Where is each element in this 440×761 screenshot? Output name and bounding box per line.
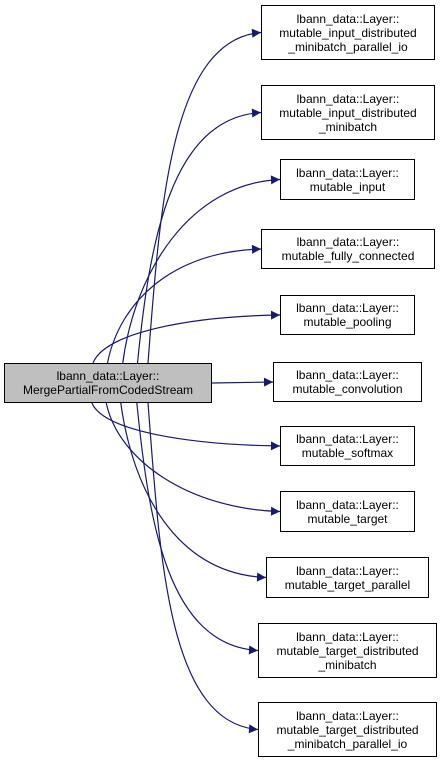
call-edge: [136, 108, 262, 364]
node-label-line: mutable_input_distributed: [279, 25, 417, 40]
call-edge: [147, 28, 262, 364]
node-mutable-target-parallel[interactable]: lbann_data::Layer:: mutable_target_paral…: [266, 557, 429, 598]
node-label-line: lbann_data::Layer::: [296, 235, 400, 249]
call-edge: [147, 402, 259, 734]
node-label-line: _minibatch: [318, 119, 378, 134]
node-label-line: lbann_data::Layer::: [296, 629, 399, 644]
node-label-line: mutable_convolution: [292, 382, 403, 396]
call-edge: [105, 402, 281, 516]
node-label-line: lbann_data::Layer::: [296, 708, 399, 723]
node-mutable-input[interactable]: lbann_data::Layer:: mutable_input: [280, 159, 415, 200]
node-mutable-pooling[interactable]: lbann_data::Layer:: mutable_pooling: [280, 295, 415, 335]
node-label-line: mutable_target_distributed: [276, 722, 419, 737]
node-mutable-input-distributed-minibatch[interactable]: lbann_data::Layer:: mutable_input_distri…: [261, 85, 435, 140]
call-edge: [91, 402, 281, 451]
node-label-line: mutable_target_distributed: [276, 643, 419, 658]
node-label-line: lbann_data::Layer::: [296, 563, 399, 578]
call-edge: [122, 175, 281, 364]
node-label-line: lbann_data::Layer::: [296, 497, 399, 512]
node-label-line: mutable_softmax: [301, 446, 394, 460]
node-mutable-target[interactable]: lbann_data::Layer:: mutable_target: [280, 491, 415, 532]
node-label-line: mutable_target_parallel: [284, 577, 411, 592]
node-label-line: mutable_input_distributed: [279, 105, 417, 120]
node-label-line: mutable_fully_connected: [281, 249, 415, 263]
node-mutable-softmax[interactable]: lbann_data::Layer:: mutable_softmax: [280, 426, 415, 466]
node-label-line: lbann_data::Layer::: [296, 301, 399, 315]
node-label-line: lbann_data::Layer::: [296, 432, 399, 446]
node-label-line: mutable_pooling: [303, 315, 392, 329]
node-label-line: lbann_data::Layer::: [296, 368, 399, 382]
node-label-line: lbann_data::Layer::: [296, 11, 400, 26]
node-mutable-input-distributed-minibatch-parallel-io[interactable]: lbann_data::Layer:: mutable_input_distri…: [261, 5, 435, 60]
root-node-label-line: MergePartialFromCodedStream: [22, 383, 194, 397]
node-mutable-target-distributed-minibatch-parallel-io[interactable]: lbann_data::Layer:: mutable_target_distr…: [258, 702, 437, 757]
root-node-label-line: lbann_data::Layer::: [56, 369, 160, 383]
node-label-line: _minibatch: [318, 657, 377, 672]
node-mutable-fully-connected[interactable]: lbann_data::Layer:: mutable_fully_connec…: [261, 229, 435, 269]
node-mutable-convolution[interactable]: lbann_data::Layer:: mutable_convolution: [273, 362, 422, 402]
node-label-line: mutable_input: [309, 179, 386, 194]
call-edge: [106, 244, 262, 364]
node-label-line: lbann_data::Layer::: [296, 165, 399, 180]
node-label-line: _minibatch_parallel_io: [287, 736, 408, 751]
node-mutable-target-distributed-minibatch[interactable]: lbann_data::Layer:: mutable_target_distr…: [258, 623, 437, 678]
call-edge: [136, 402, 259, 655]
node-label-line: mutable_target: [307, 511, 388, 526]
node-label-line: _minibatch_parallel_io: [288, 39, 408, 54]
call-edge: [92, 310, 281, 364]
node-label-line: lbann_data::Layer::: [296, 91, 400, 106]
call-edge: [120, 402, 267, 582]
call-edge: [211, 377, 274, 387]
root-node-merge-partial-from-coded-stream[interactable]: lbann_data::Layer:: MergePartialFromCode…: [4, 363, 212, 403]
